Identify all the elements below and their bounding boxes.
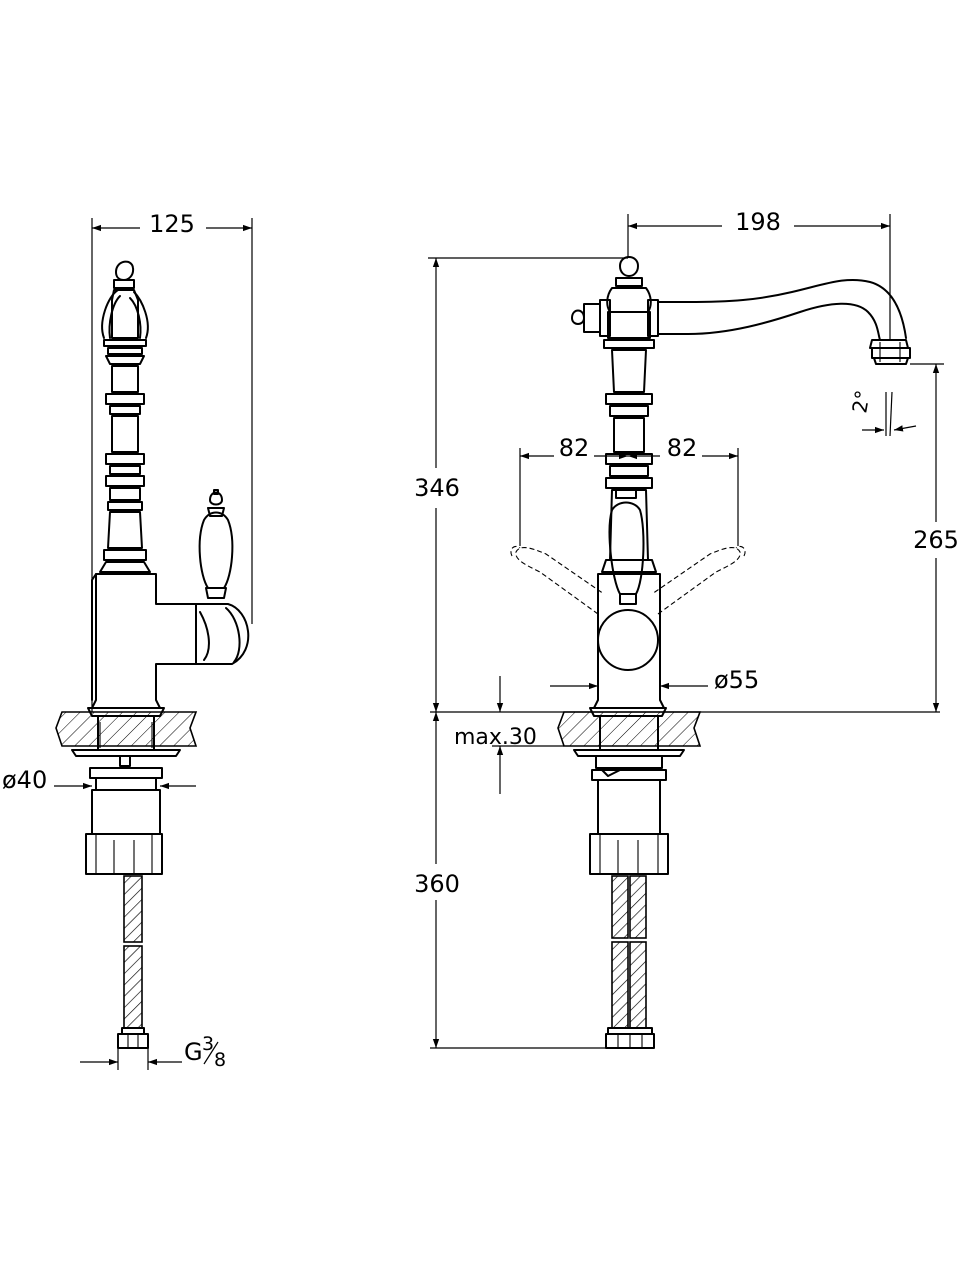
total-height-label: 346 xyxy=(414,474,460,502)
spout-reach-dimension: 198 xyxy=(627,208,891,340)
front-handle-rotation-ghosts xyxy=(510,545,746,615)
outlet-height-label: 265 xyxy=(913,526,959,554)
hose-length-dimension: 360 xyxy=(414,711,940,1049)
outlet-angle-label: 2° xyxy=(847,388,875,415)
body-diameter-label: ø55 xyxy=(714,666,759,694)
right-handle-offset-label: 82 xyxy=(667,434,698,462)
thread-numerator: 3 xyxy=(202,1033,214,1055)
side-mounting-parts xyxy=(71,715,181,1049)
side-width-dimension: 125 xyxy=(91,210,253,712)
total-height-dimension: 346 xyxy=(414,257,628,712)
side-nut-diameter-dimension: ø40 xyxy=(2,766,196,794)
left-handle-offset-label: 82 xyxy=(559,434,590,462)
side-thread-dimension: G 3 8 xyxy=(80,1033,226,1071)
spout-reach-label: 198 xyxy=(735,208,781,236)
front-spout xyxy=(657,278,911,365)
thread-g-label: G xyxy=(184,1038,203,1066)
body-diameter-dimension: ø55 xyxy=(550,666,759,694)
outlet-height-dimension: 265 xyxy=(910,363,959,712)
side-width-label: 125 xyxy=(149,210,195,238)
counter-thickness-label: max.30 xyxy=(454,725,537,750)
front-mounting-parts xyxy=(573,715,685,1049)
counter-thickness-dimension: max.30 xyxy=(454,676,564,794)
side-countertop xyxy=(55,711,198,747)
side-faucet-body xyxy=(87,260,250,717)
outlet-angle-dimension: 2° xyxy=(847,388,917,437)
handle-offset-dimensions: 82 82 xyxy=(519,434,739,546)
thread-denominator: 8 xyxy=(214,1049,226,1071)
front-countertop xyxy=(557,711,702,747)
hose-length-label: 360 xyxy=(414,870,460,898)
side-view: 125 ø40 G 3 8 xyxy=(2,210,253,1071)
side-nut-diameter-label: ø40 xyxy=(2,766,47,794)
front-view: 198 346 360 82 82 xyxy=(414,208,959,1049)
front-faucet-body xyxy=(571,256,667,717)
